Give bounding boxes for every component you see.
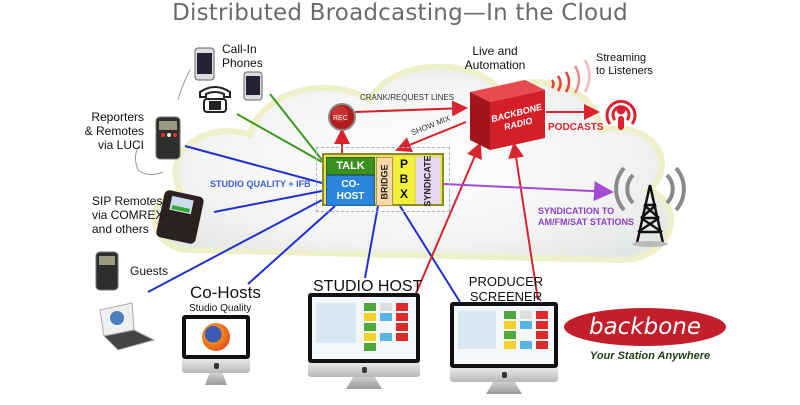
syndication-label: SYNDICATION TO AM/FM/SAT STATIONS xyxy=(538,206,634,227)
diagram-title: Distributed Broadcasting—In the Cloud xyxy=(172,0,628,26)
studio-quality-ifb-label: STUDIO QUALITY + IFB xyxy=(210,179,311,189)
radio-tower-icon xyxy=(614,166,686,247)
studio-host-monitor xyxy=(308,293,420,389)
studio-host-screen xyxy=(312,297,416,359)
cohost-module: CO- HOST xyxy=(326,175,375,206)
producer-screen xyxy=(454,306,554,364)
talk-module: TALK xyxy=(326,157,375,175)
wire-phone2 xyxy=(236,113,323,163)
call-in-phones-label: Call-In Phones xyxy=(222,42,263,70)
studio-host-label: STUDIO HOST xyxy=(313,278,423,295)
podcasts-label: PODCASTS xyxy=(548,122,604,133)
wire-producer xyxy=(399,205,461,303)
wire-producer-to-radio xyxy=(508,142,539,301)
streaming-label: Streaming to Listeners xyxy=(596,52,653,77)
wire-studio-to-radio xyxy=(413,142,482,299)
laptop-icon xyxy=(99,302,156,351)
wire-show-mix xyxy=(395,121,467,153)
live-automation-label: Live and Automation xyxy=(464,44,526,72)
reporters-label: Reporters & Remotes via LUCI xyxy=(84,110,144,152)
cohost-monitor xyxy=(182,315,250,385)
backbone-logo: backbone xyxy=(564,308,726,346)
podcast-icon xyxy=(605,99,637,130)
logo-tagline: Your Station Anywhere xyxy=(589,350,711,362)
guest-phone-icon xyxy=(95,251,119,291)
rec-label: REC xyxy=(333,115,348,122)
hub-frame xyxy=(316,147,450,212)
comrex-device-icon xyxy=(156,190,204,244)
cohosts-label: Co-Hosts xyxy=(190,283,261,302)
pbx-module: P B X xyxy=(394,157,414,204)
wire-crank xyxy=(354,100,468,117)
wire-reporters xyxy=(184,145,323,184)
smartphone-icon xyxy=(177,47,263,101)
desk-phone-icon xyxy=(199,86,231,113)
guests-label: Guests xyxy=(130,264,169,278)
crank-request-label: CRANK/REQUEST LINES xyxy=(360,93,455,102)
firefox-icon xyxy=(202,323,230,351)
wire-phone1 xyxy=(269,93,323,161)
bridge-label: BRIDGE xyxy=(379,163,390,200)
wire-studio-host xyxy=(364,205,379,279)
streaming-waves-icon xyxy=(550,59,591,94)
wire-sip xyxy=(213,190,323,213)
pbx-letter: X xyxy=(399,187,408,201)
rec-button-icon xyxy=(328,103,356,131)
syndicate-label: SYNDICATE xyxy=(423,154,433,207)
cloud-hub: TALK CO- HOST BRIDGE P B X SYNDICATE xyxy=(322,153,444,206)
syndicate-module: SYNDICATE xyxy=(416,154,440,207)
producer-monitor xyxy=(450,302,558,394)
pbx-letter: B xyxy=(399,172,409,186)
sip-remotes-label: SIP Remotes via COMREX and others xyxy=(92,194,164,236)
wire-syndication xyxy=(443,181,614,202)
producer-screener-label: PRODUCER SCREENER xyxy=(468,274,544,304)
pbx-letter: P xyxy=(399,157,408,171)
luci-device-icon xyxy=(134,116,181,176)
backbone-radio-server xyxy=(470,80,545,150)
cohosts-sublabel: Studio Quality xyxy=(189,303,252,314)
wire-cohosts xyxy=(247,205,336,285)
bridge-module: BRIDGE xyxy=(376,157,393,206)
wire-guests xyxy=(147,199,323,293)
